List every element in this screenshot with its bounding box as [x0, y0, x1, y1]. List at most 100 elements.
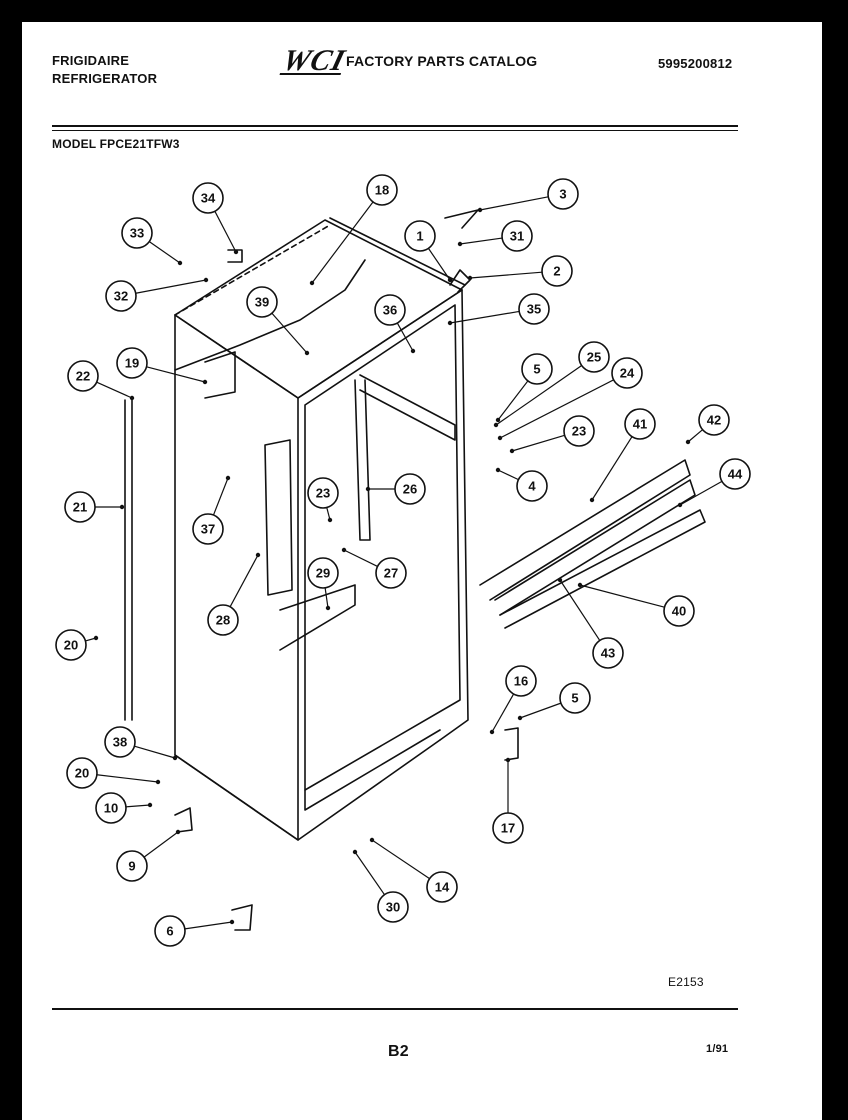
callout-number: 14: [435, 880, 450, 895]
part-marker: [493, 422, 499, 428]
rail-40: [499, 509, 706, 629]
callout-number: 33: [130, 226, 144, 241]
mullion-bracket: [279, 584, 356, 651]
part-marker: [505, 757, 511, 763]
part-marker: [155, 779, 161, 785]
model-label: MODEL FPCE21TFW3: [52, 137, 180, 151]
base-rail: [304, 729, 441, 811]
leader-line: [343, 549, 378, 567]
part-marker: [577, 582, 583, 588]
callout-number: 36: [383, 303, 397, 318]
part-marker: [172, 755, 178, 761]
leader-line: [96, 774, 159, 783]
leader-line: [499, 379, 614, 439]
callout-number: 38: [113, 735, 127, 750]
callout-number: 2: [553, 264, 560, 279]
callout-number: 32: [114, 289, 128, 304]
callout-number: 28: [216, 613, 230, 628]
callout-circle: [505, 665, 537, 697]
part-marker: [175, 829, 181, 835]
callout-number: 34: [201, 191, 216, 206]
callout-circle: [663, 595, 695, 627]
footer-rule: [52, 1008, 738, 1010]
callout-circle: [719, 458, 751, 490]
leader-line: [148, 241, 181, 264]
leader-line: [469, 271, 543, 279]
callout-circle: [375, 557, 407, 589]
leader-line: [271, 312, 308, 354]
part-marker: [477, 207, 483, 213]
callout-circle: [366, 174, 398, 206]
part-marker: [369, 837, 375, 843]
leader-line: [324, 587, 329, 609]
callout-circle: [104, 726, 136, 758]
leader-line: [229, 554, 259, 608]
callout-number: 5: [533, 362, 540, 377]
right-liner-rail: [354, 379, 371, 541]
cabinet-right-edge: [439, 289, 469, 741]
callout-number: 27: [384, 566, 398, 581]
part-marker: [147, 802, 153, 808]
leader-line: [479, 196, 549, 211]
part-marker: [341, 547, 347, 553]
part-marker: [447, 320, 453, 326]
callout-circle: [246, 286, 278, 318]
header-rule-thick: [52, 125, 738, 127]
part-marker: [327, 517, 333, 523]
part-marker: [129, 395, 135, 401]
leader-line: [497, 380, 529, 421]
callout-number: 22: [76, 369, 90, 384]
part-marker: [447, 277, 453, 283]
callout-circle: [116, 347, 148, 379]
part-marker: [119, 504, 125, 510]
leader-line: [212, 477, 229, 516]
part-marker: [177, 260, 183, 266]
issue-date: 1/91: [706, 1043, 729, 1055]
part-marker: [489, 729, 495, 735]
callout-number: 18: [375, 183, 389, 198]
callout-number: 16: [514, 674, 528, 689]
callout-number: 9: [128, 859, 135, 874]
part-marker: [225, 475, 231, 481]
callout-number: 31: [510, 229, 524, 244]
callout-circle: [64, 491, 96, 523]
callout-circle: [192, 182, 224, 214]
callout-number: 23: [572, 424, 586, 439]
callout-circle: [521, 353, 553, 385]
callout-number: 44: [728, 467, 743, 482]
catalog-number: 5995200812: [658, 56, 733, 71]
leader-line: [134, 745, 176, 759]
leader-line: [96, 381, 133, 399]
callout-circle: [121, 217, 153, 249]
hinge-17: [504, 727, 519, 761]
leader-line: [679, 480, 723, 506]
callout-number: 29: [316, 566, 330, 581]
callout-number: 6: [166, 924, 173, 939]
part-marker: [325, 605, 331, 611]
callouts: 1234556910141617181920202122232324252627…: [55, 174, 751, 947]
leader-line: [396, 322, 414, 352]
callout-circle: [394, 473, 426, 505]
part-marker: [229, 919, 235, 925]
callout-number: 5: [571, 691, 578, 706]
cabinet-bottom: [174, 739, 441, 841]
callout-number: 42: [707, 413, 721, 428]
callout-number: 23: [316, 486, 330, 501]
callout-number: 1: [416, 229, 423, 244]
callout-circle: [95, 792, 127, 824]
leader-line: [491, 693, 515, 733]
hinge-2: [449, 269, 471, 293]
callout-number: 39: [255, 295, 269, 310]
connector-19: [204, 351, 236, 399]
leader-line: [371, 839, 430, 880]
callout-number: 20: [64, 638, 78, 653]
callout-circle: [116, 850, 148, 882]
part-marker: [589, 497, 595, 503]
catalog-title: FACTORY PARTS CATALOG: [346, 53, 538, 69]
callout-circle: [516, 470, 548, 502]
leader-line: [591, 436, 633, 501]
callout-number: 40: [672, 604, 686, 619]
leader-line: [687, 429, 703, 443]
callout-number: 4: [528, 479, 536, 494]
